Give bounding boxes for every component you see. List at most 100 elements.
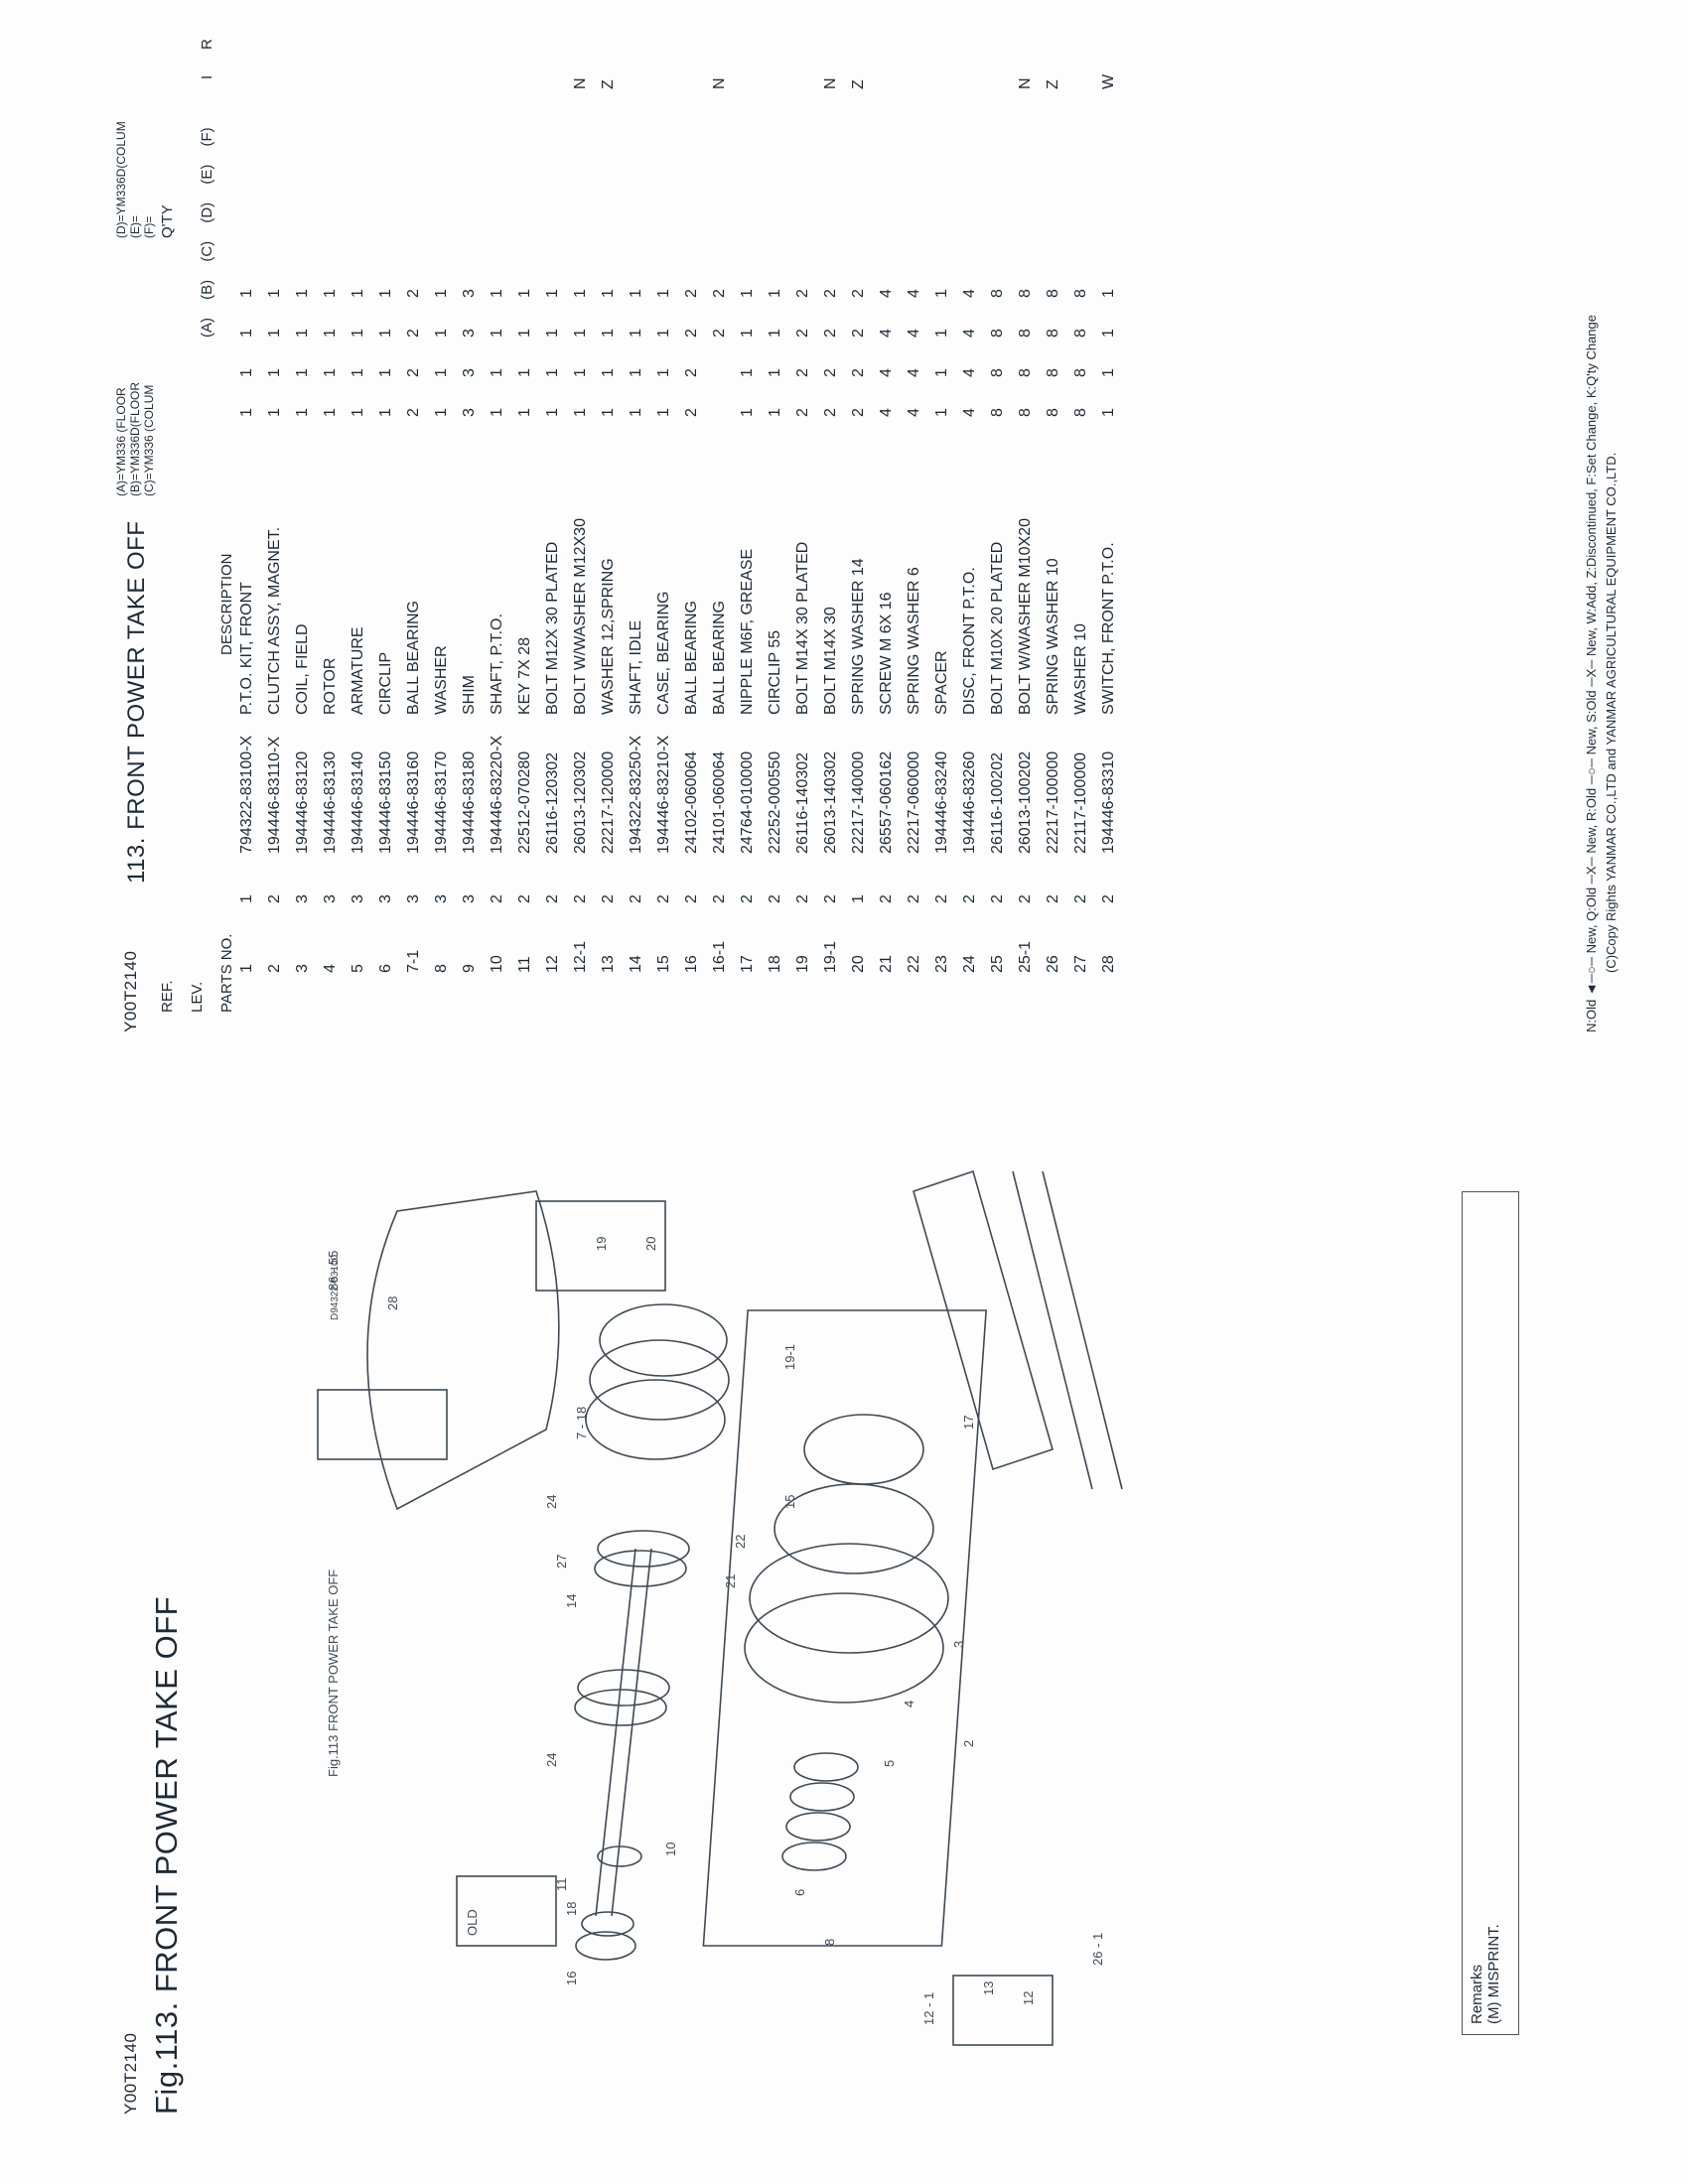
cell-d: 2 xyxy=(794,289,811,298)
cell-c: 1 xyxy=(600,329,617,338)
cell-a: 3 xyxy=(461,408,478,417)
cell-d: 1 xyxy=(433,289,450,298)
cell-b: 4 xyxy=(878,368,895,377)
figure-caption: Fig.113 FRONT POWER TAKE OFF xyxy=(326,1570,341,1777)
legend: N:Old ◄─○─ New, Q:Old ─X─ New, R:Old ─○─… xyxy=(1584,315,1599,1032)
cell-lev: 2 xyxy=(628,894,644,903)
copyright: (C)Copy Rights YANMAR CO.,LTD and YANMAR… xyxy=(1604,452,1618,973)
cell-r: N xyxy=(822,77,839,89)
col-desc: DESCRIPTION xyxy=(218,553,235,655)
cell-ref: 5 xyxy=(350,964,366,973)
cell-part: 26013-140302 xyxy=(822,751,839,854)
cell-part: 194446-83210-X xyxy=(655,735,672,854)
cell-ref: 11 xyxy=(516,956,533,973)
cell-desc: WASHER 12,SPRING xyxy=(600,558,617,715)
cell-a: 1 xyxy=(544,408,561,417)
old-box-2 xyxy=(317,1389,448,1460)
cell-lev: 2 xyxy=(767,894,783,903)
cell-lev: 2 xyxy=(961,894,978,903)
cell-lev: 2 xyxy=(1017,894,1034,903)
cell-desc: BALL BEARING xyxy=(683,600,700,715)
cell-c: 1 xyxy=(767,329,783,338)
cell-b: 2 xyxy=(822,368,839,377)
cell-a: 1 xyxy=(489,408,505,417)
cell-lev: 2 xyxy=(878,894,895,903)
cell-b: 1 xyxy=(238,368,255,377)
col-r: R xyxy=(199,39,215,50)
frame-rail xyxy=(913,1169,1054,1471)
cell-c: 2 xyxy=(822,329,839,338)
cell-a: 8 xyxy=(1017,408,1034,417)
cell-lev: 3 xyxy=(294,894,311,903)
page-title: Fig.113. FRONT POWER TAKE OFF xyxy=(149,1595,184,2115)
cell-desc: ARMATURE xyxy=(350,626,366,715)
cell-desc: SWITCH, FRONT P.T.O. xyxy=(1100,542,1117,715)
cell-desc: BALL BEARING xyxy=(711,600,728,715)
cell-lev: 3 xyxy=(322,894,339,903)
cell-d: 1 xyxy=(655,289,672,298)
cell-d: 4 xyxy=(878,289,895,298)
cell-part: 194446-83120 xyxy=(294,751,311,854)
cell-b: 1 xyxy=(544,368,561,377)
cell-b: 1 xyxy=(322,368,339,377)
cell-r: N xyxy=(1017,77,1034,89)
cell-desc: BOLT M14X 30 PLATED xyxy=(794,541,811,715)
cell-d: 1 xyxy=(1100,289,1117,298)
cell-d: 8 xyxy=(1045,289,1061,298)
callout-16: 16 xyxy=(564,1972,579,1985)
cell-a: 4 xyxy=(961,408,978,417)
cell-b: 1 xyxy=(266,368,283,377)
cell-a: 1 xyxy=(739,408,756,417)
cell-c: 1 xyxy=(572,329,589,338)
model-key-2: (D)=YM336D(COLUM (E)= (F)= xyxy=(114,121,156,238)
callout-6: 6 xyxy=(792,1889,807,1896)
field-coil xyxy=(774,1483,934,1574)
cell-a: 1 xyxy=(238,408,255,417)
cell-ref: 21 xyxy=(878,955,895,973)
cell-desc: BALL BEARING xyxy=(405,600,422,715)
cell-c: 1 xyxy=(433,329,450,338)
cell-desc: P.T.O. KIT, FRONT xyxy=(238,582,255,715)
cell-a: 1 xyxy=(322,408,339,417)
old-box-1 xyxy=(456,1875,557,1947)
cell-desc: BOLT M10X 20 PLATED xyxy=(989,541,1006,715)
cell-ref: 3 xyxy=(294,964,311,973)
cell-b: 2 xyxy=(683,368,700,377)
cell-a: 2 xyxy=(822,408,839,417)
cell-b: 1 xyxy=(1100,368,1117,377)
cell-b: 1 xyxy=(572,368,589,377)
old-label: OLD xyxy=(465,1909,480,1936)
callout-5: 5 xyxy=(882,1760,897,1767)
cell-part: 22217-120000 xyxy=(600,751,617,854)
spacer-23 xyxy=(597,1845,642,1867)
cell-b: 1 xyxy=(767,368,783,377)
cell-desc: NIPPLE M6F, GREASE xyxy=(739,548,756,715)
cell-c: 1 xyxy=(377,329,394,338)
cell-a: 2 xyxy=(405,408,422,417)
cell-lev: 2 xyxy=(711,894,728,903)
cell-part: 194446-83260 xyxy=(961,751,978,854)
cell-lev: 2 xyxy=(933,894,950,903)
cell-part: 194446-83160 xyxy=(405,751,422,854)
cell-d: 1 xyxy=(350,289,366,298)
cell-r: W xyxy=(1100,73,1117,89)
cell-part: 26557-060162 xyxy=(878,751,895,854)
cell-a: 1 xyxy=(433,408,450,417)
cell-b: 2 xyxy=(794,368,811,377)
cell-b: 1 xyxy=(933,368,950,377)
cell-desc: BOLT M12X 30 PLATED xyxy=(544,541,561,715)
cell-d: 1 xyxy=(294,289,311,298)
cell-c: 1 xyxy=(1100,329,1117,338)
cell-ref: 15 xyxy=(655,955,672,973)
cell-a: 1 xyxy=(767,408,783,417)
model-key: (A)=YM336 (FLOOR (B)=YM336D(FLOOR (C)=YM… xyxy=(114,381,156,496)
callout-11: 11 xyxy=(554,1878,569,1892)
cell-desc: CASE, BEARING xyxy=(655,591,672,715)
